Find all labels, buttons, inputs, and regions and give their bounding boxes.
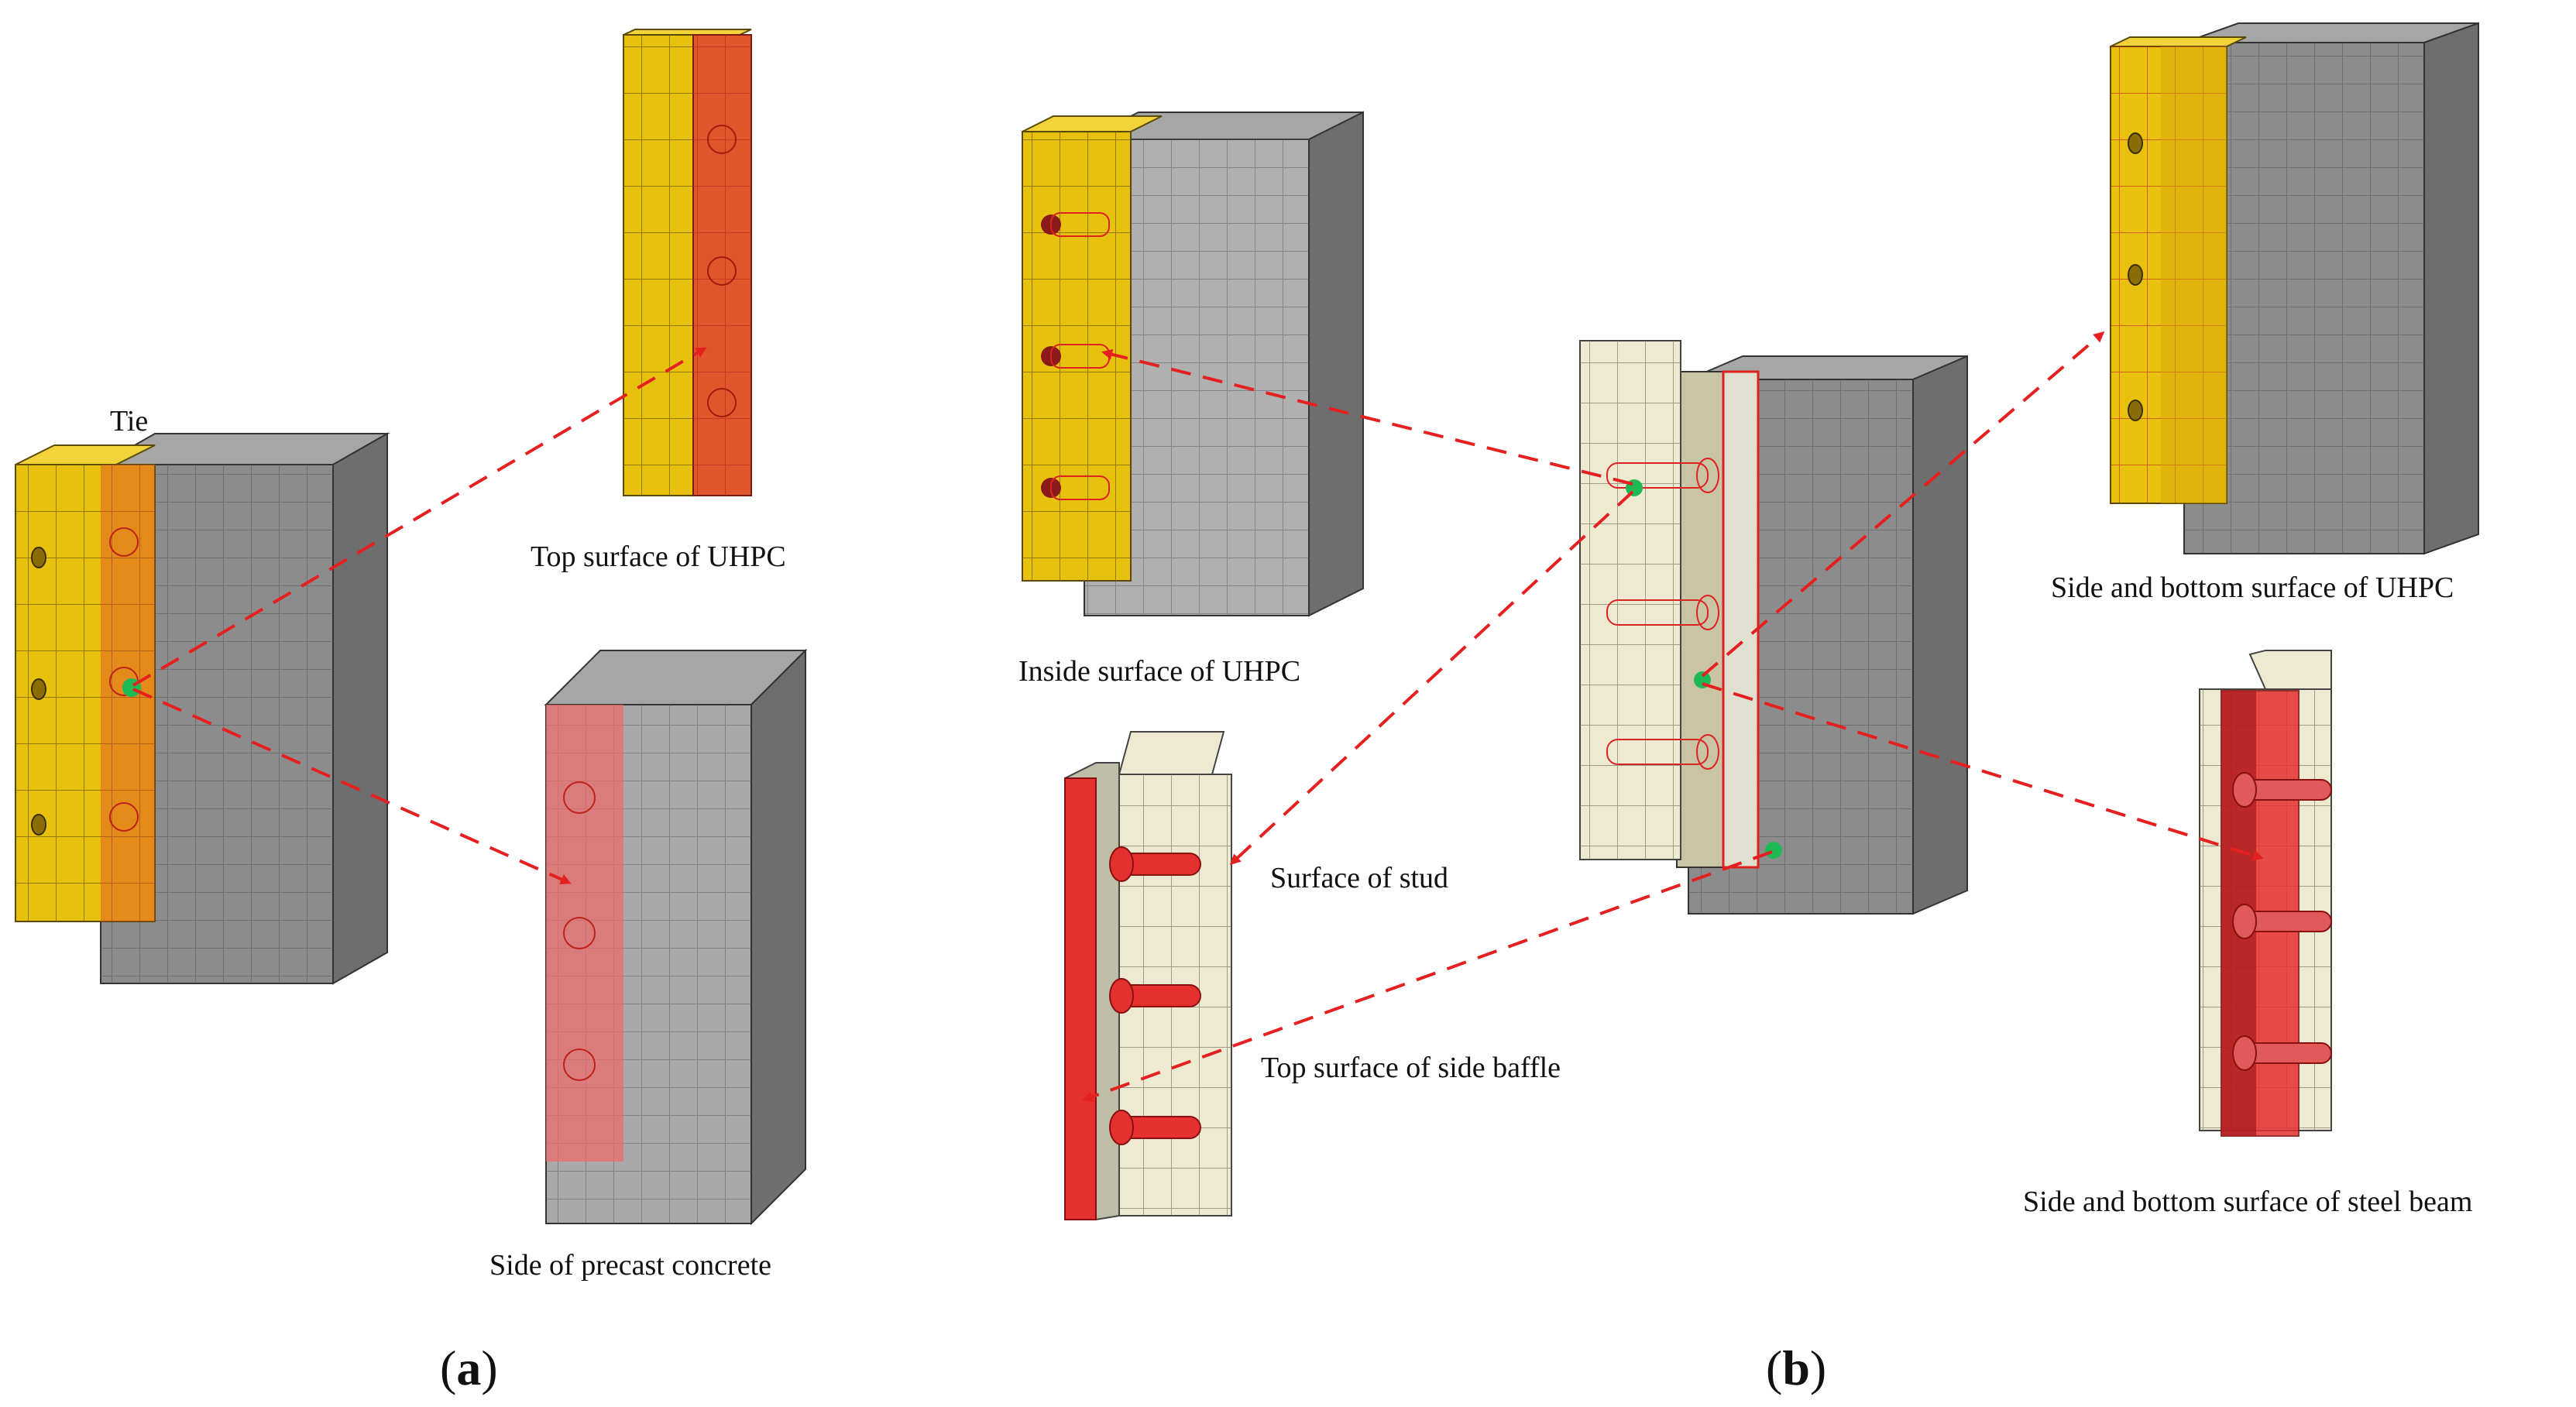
panel-b-paren-close: ): [1809, 1340, 1827, 1395]
panel-b-letter: b: [1782, 1340, 1810, 1395]
full-connection-model: [1579, 340, 1968, 915]
top-uhpc-part: [623, 29, 752, 496]
label-side-bottom-uhpc: Side and bottom surface of UHPC: [2051, 571, 2454, 604]
label-side-bottom-steel-beam: Side and bottom surface of steel beam: [2023, 1186, 2473, 1218]
panel-label-b: (b): [1766, 1344, 1826, 1393]
inside-uhpc-part: [1022, 111, 1364, 617]
side-bottom-uhpc-part: [2110, 22, 2479, 555]
panel-b-paren-open: (: [1766, 1340, 1783, 1395]
panel-b-arrows: [1082, 331, 2264, 1102]
label-top-surface-side-baffle: Top surface of side baffle: [1261, 1052, 1561, 1084]
steel-beam-part: [2199, 650, 2332, 1137]
panel-a-paren-open: (: [440, 1340, 457, 1395]
precast-concrete-part: [544, 648, 808, 1226]
stud-baffle-part: [1063, 731, 1232, 1221]
panel-label-a: (a): [440, 1344, 498, 1393]
panel-a-paren-close: ): [481, 1340, 498, 1395]
label-inside-surface-uhpc: Inside surface of UHPC: [1018, 655, 1301, 688]
tie-label: Tie: [110, 405, 149, 438]
panel-a-model: [15, 432, 390, 985]
panel-a-arrows: [132, 347, 707, 884]
label-side-precast-concrete: Side of precast concrete: [489, 1249, 771, 1282]
label-surface-of-stud: Surface of stud: [1270, 862, 1449, 894]
label-top-surface-uhpc: Top surface of UHPC: [531, 540, 786, 573]
panel-a-letter: a: [456, 1340, 482, 1395]
